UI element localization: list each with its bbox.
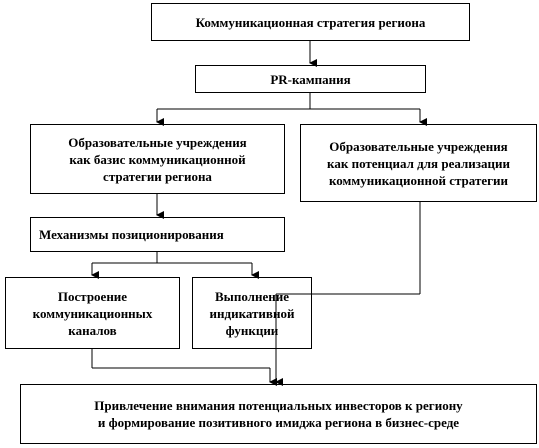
box-investor-attraction-line-2: и формирование позитивного имиджа регион… — [97, 415, 460, 430]
box-communication-channels-line-2: коммуникационных — [32, 305, 153, 321]
box-communication-channels-line-3: каналов — [68, 322, 117, 338]
box-indicative-function-line-2: индикативной — [209, 305, 295, 321]
box-education-potential: Образовательные учреждения как потенциал… — [300, 124, 537, 202]
box-education-basis-line-2: как базис коммуникационной — [69, 151, 246, 167]
box-communication-strategy: Коммуникационная стратегия региона — [151, 3, 470, 41]
box-communication-channels: Построение коммуникационных каналов — [5, 277, 180, 349]
box-positioning-mechanisms: Механизмы позиционирования — [30, 217, 285, 252]
box-investor-attraction-line-1: Привлечение внимания потенциальных инвес… — [94, 398, 463, 413]
box-communication-strategy-label: Коммуникационная стратегия региона — [195, 14, 426, 30]
box-education-basis-line-3: стратегии региона — [103, 168, 212, 184]
box-indicative-function-line-3: функции — [225, 322, 279, 338]
box-pr-campaign-label: PR-кампания — [270, 71, 351, 87]
box-education-potential-line-3: коммуникационной стратегии — [328, 172, 508, 188]
box-education-potential-line-1: Образовательные учреждения — [329, 138, 508, 154]
box-indicative-function-line-1: Выполнение — [215, 288, 289, 304]
box-communication-channels-line-1: Построение — [57, 288, 128, 304]
box-education-potential-line-2: как потенциал для реализации — [327, 155, 510, 171]
box-pr-campaign: PR-кампания — [195, 65, 426, 93]
box-investor-attraction: Привлечение внимания потенциальных инвес… — [20, 384, 537, 444]
box-positioning-mechanisms-label: Механизмы позиционирования — [39, 227, 224, 242]
box-education-basis-line-1: Образовательные учреждения — [68, 134, 247, 150]
box-indicative-function: Выполнение индикативной функции — [192, 277, 312, 349]
box-education-basis: Образовательные учреждения как базис ком… — [30, 124, 285, 194]
